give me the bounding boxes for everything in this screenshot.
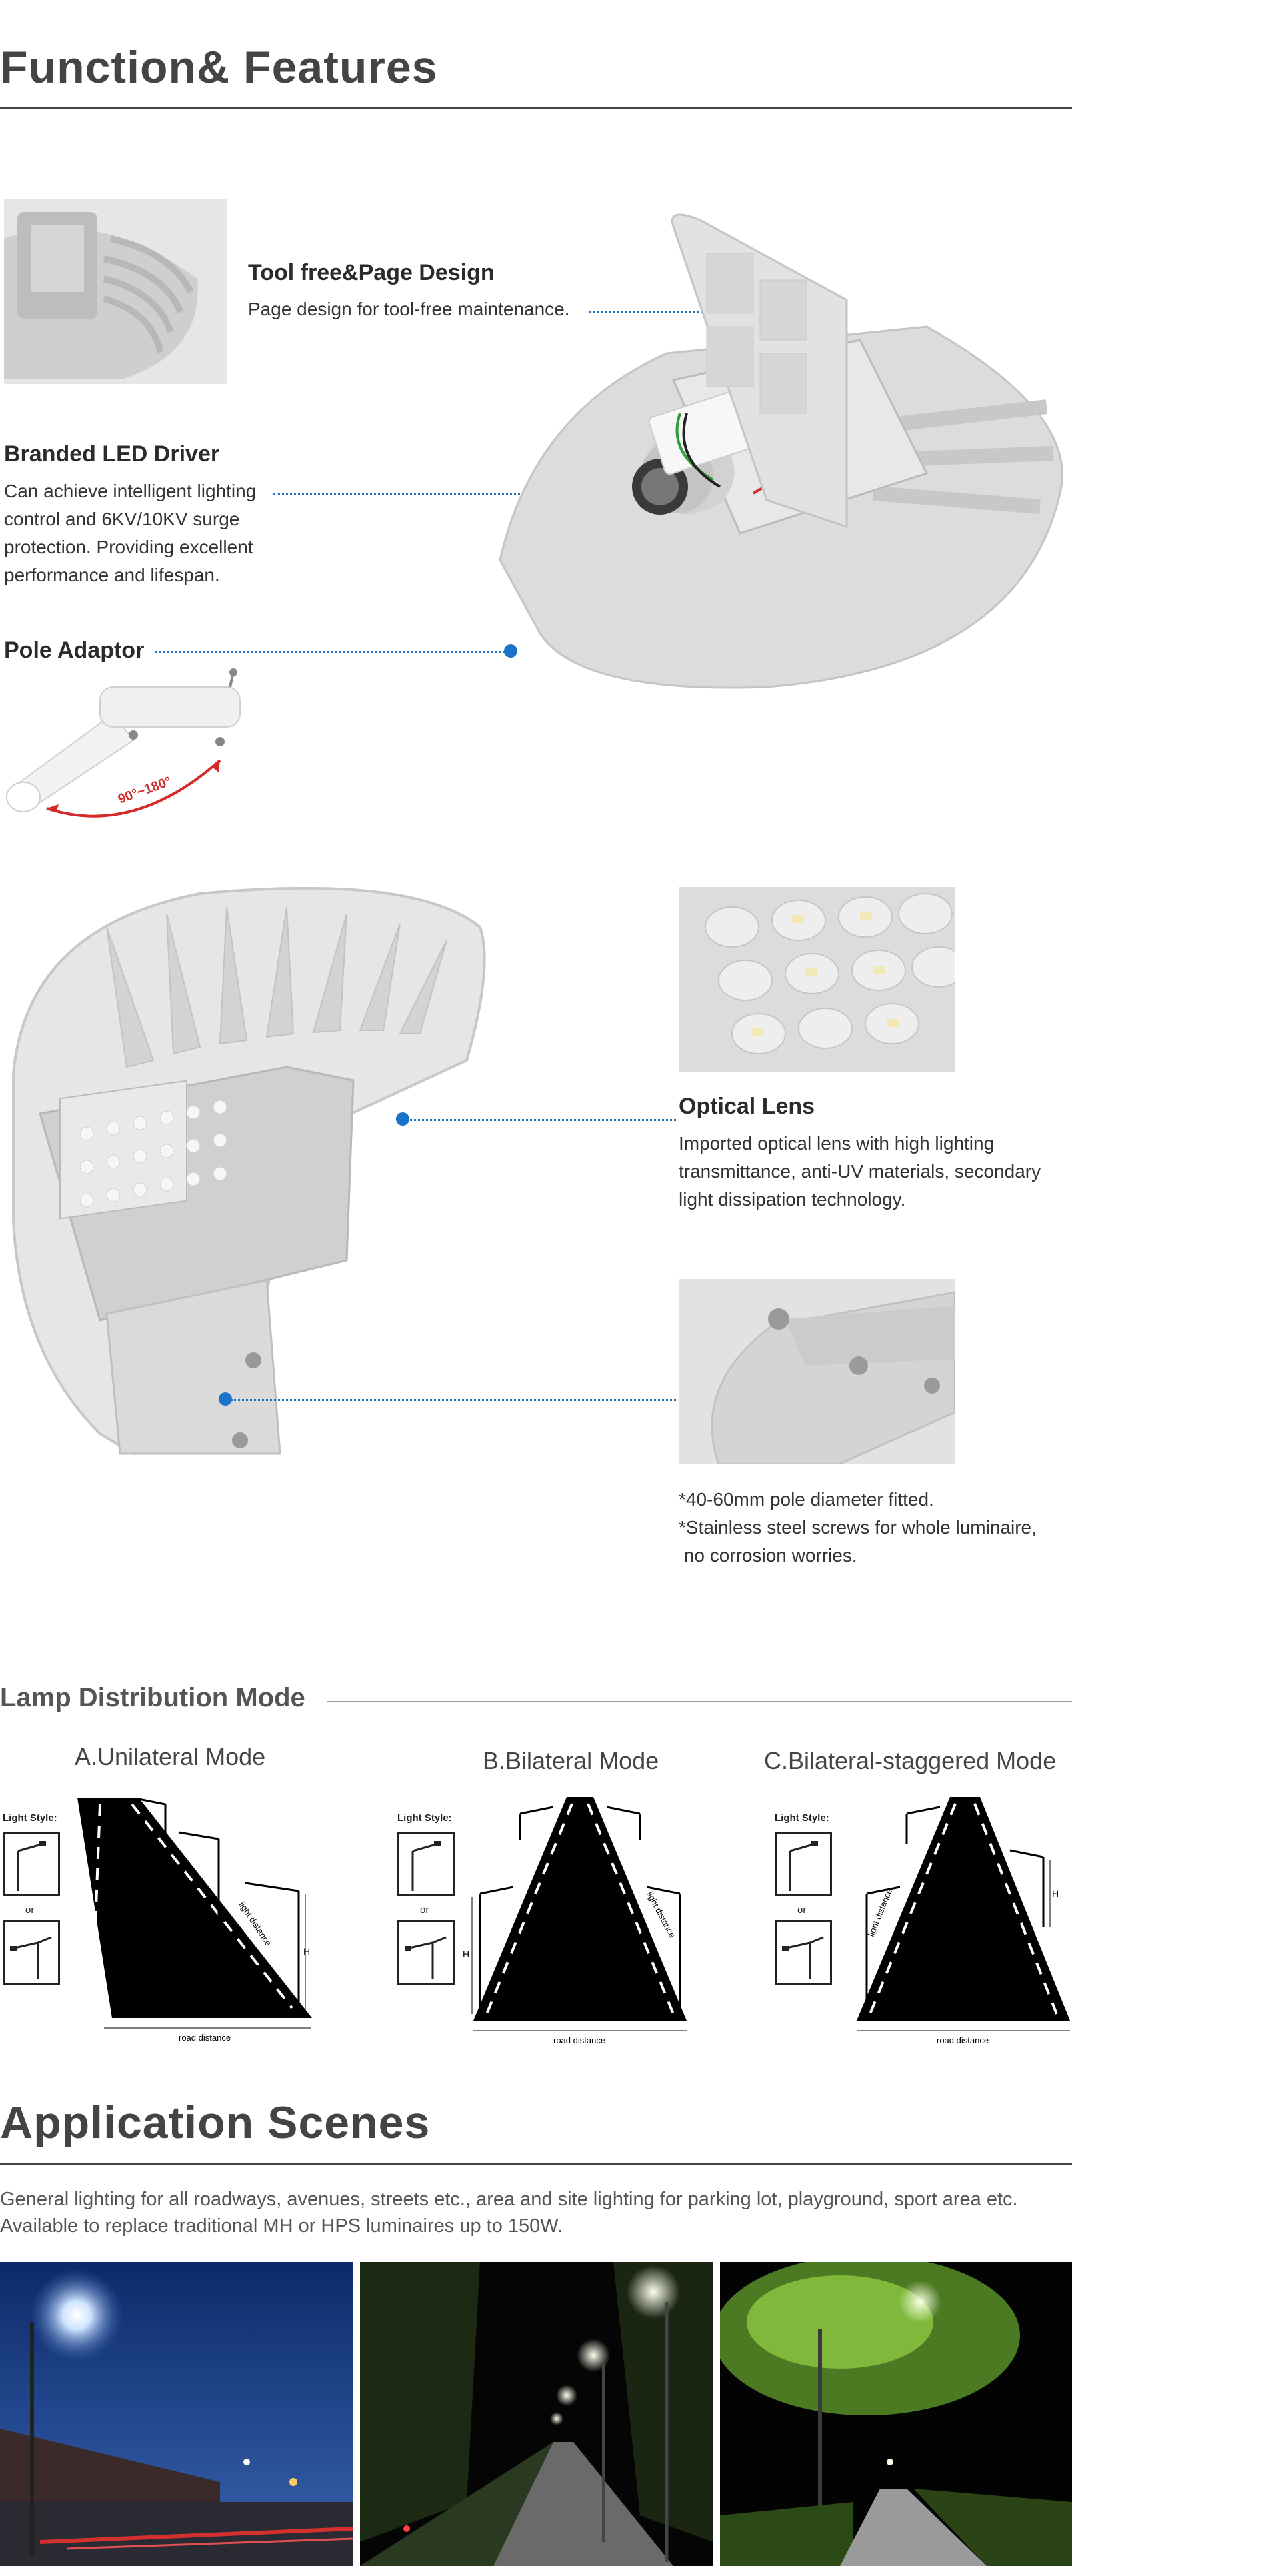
distribution-heading: Lamp Distribution Mode (0, 1683, 305, 1712)
luminaire-open-image (447, 213, 1080, 707)
mode-a-diagram: H light distance road distance (72, 1784, 319, 2045)
pole-screw-pointer-dot (219, 1392, 232, 1406)
led-driver-line-1: Can achieve intelligent lighting (4, 481, 257, 501)
optical-lens-title: Optical Lens (679, 1094, 815, 1119)
optical-lens-line-2: transmittance, anti-UV materials, second… (679, 1161, 1041, 1182)
led-driver-line-4: performance and lifespan. (4, 565, 220, 585)
application-heading: Application Scenes (0, 2097, 431, 2148)
pole-note-2: *Stainless steel screws for whole lumina… (679, 1517, 1037, 1538)
mode-a-or: or (25, 1904, 35, 1916)
mode-a-road-distance: road distance (179, 2033, 231, 2043)
scene-photo-park-path (720, 2262, 1072, 2566)
application-line-2: Available to replace traditional MH or H… (0, 2215, 563, 2237)
mode-b-style-box-2 (397, 1920, 455, 1985)
scene-photo-night-avenue (360, 2262, 713, 2566)
mode-c-light-style: Light Style: (775, 1812, 829, 1824)
mode-a-title: A.Unilateral Mode (75, 1743, 266, 1770)
tool-free-title: Tool free&Page Design (248, 260, 495, 285)
pole-adaptor-pointer-dot (504, 644, 517, 658)
mode-c-style-box-2 (775, 1920, 832, 1985)
mode-b-style-box-1 (397, 1832, 455, 1896)
mode-b-light-style: Light Style: (397, 1812, 452, 1824)
mode-a-style-box-1 (3, 1832, 60, 1896)
led-driver-pointer-line (273, 493, 728, 495)
mode-c-road-distance: road distance (937, 2035, 989, 2045)
mode-b-title: B.Bilateral Mode (483, 1747, 659, 1774)
mode-c-light-distance: light distance (866, 1887, 894, 1938)
features-rule (0, 107, 1072, 109)
led-driver-line-2: control and 6KV/10KV surge (4, 509, 240, 529)
pole-adaptor-angle: 90°~180° (116, 774, 173, 807)
mode-a-style-box-2 (3, 1920, 60, 1985)
mode-a-h: H (303, 1946, 310, 1957)
application-line-1: General lighting for all roadways, avenu… (0, 2189, 1018, 2210)
pole-screw-thumbnail (679, 1279, 955, 1464)
optical-lens-line-1: Imported optical lens with high lighting (679, 1133, 995, 1154)
tool-free-text: Page design for tool-free maintenance. (248, 299, 570, 319)
mode-b-or: or (420, 1904, 429, 1916)
distribution-rule (327, 1701, 1072, 1702)
mode-c-title: C.Bilateral-staggered Mode (764, 1747, 1057, 1774)
optical-lens-line-3: light dissipation technology. (679, 1189, 906, 1210)
led-driver-line-3: protection. Providing excellent (4, 537, 253, 557)
features-heading: Function& Features (0, 42, 438, 93)
pole-note-1: *40-60mm pole diameter fitted. (679, 1489, 934, 1510)
mode-a-light-style: Light Style: (3, 1812, 57, 1824)
mode-b-light-distance: light distance (645, 1890, 677, 1939)
pole-adaptor-pointer-line (155, 651, 511, 653)
pole-note-3: no corrosion worries. (679, 1545, 857, 1566)
mode-c-h: H (1052, 1888, 1059, 1899)
tool-free-pointer-line (589, 311, 727, 313)
mode-b-h: H (463, 1949, 469, 1959)
optical-lens-pointer-dot (396, 1112, 409, 1126)
mode-b-road-distance: road distance (553, 2035, 605, 2045)
led-driver-title: Branded LED Driver (4, 441, 220, 467)
scene-photo-dusk-street (0, 2262, 353, 2566)
optical-lens-thumbnail (679, 887, 955, 1072)
luminaire-front-image (0, 886, 507, 1474)
mode-c-or: or (797, 1904, 807, 1916)
mode-b-diagram: H light distance road distance (460, 1794, 700, 2047)
pole-screw-pointer-line (231, 1399, 676, 1401)
tool-free-thumbnail (4, 199, 227, 384)
pole-adaptor-image: 90°~180° (0, 660, 267, 827)
application-rule (0, 2163, 1072, 2165)
mode-c-diagram: H light distance road distance (847, 1794, 1087, 2047)
optical-lens-pointer-line (407, 1119, 676, 1121)
pole-adaptor-title: Pole Adaptor (4, 637, 145, 663)
mode-c-style-box-1 (775, 1832, 832, 1896)
